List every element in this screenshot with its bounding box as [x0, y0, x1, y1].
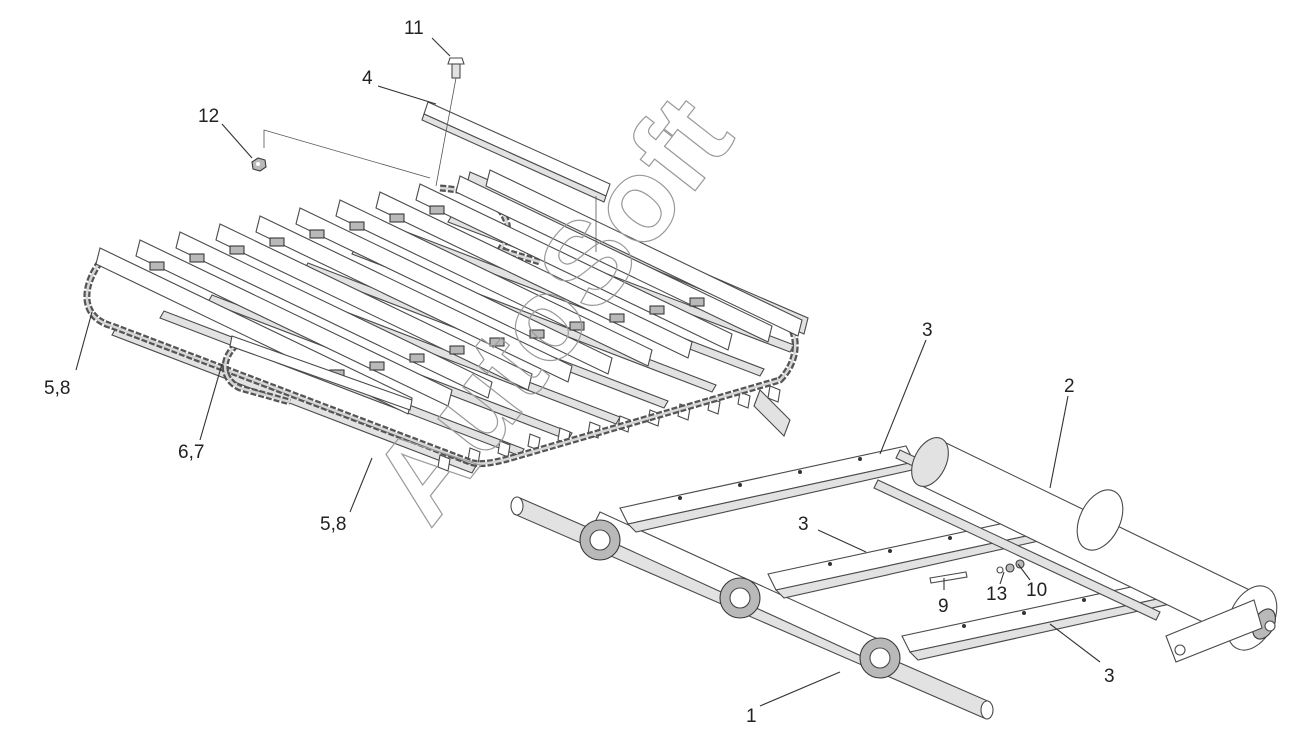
callout-2: 2 — [1064, 376, 1075, 397]
callout-3-middle: 3 — [798, 514, 809, 535]
callout-11: 11 — [404, 18, 424, 39]
callout-labels: 1 2 3 3 3 4 5,8 5,8 6,7 9 10 11 12 13 — [44, 18, 1115, 727]
washers-10-13 — [996, 559, 1025, 574]
support-arm-top — [619, 445, 915, 533]
callout-9: 9 — [938, 596, 949, 617]
sprocket-left — [579, 519, 621, 561]
bolt-11 — [435, 57, 465, 187]
callout-6-7: 6,7 — [178, 442, 204, 463]
nut-12 — [251, 129, 431, 179]
sprocket-right — [859, 637, 901, 679]
connector-plate — [229, 335, 413, 411]
callout-12: 12 — [198, 106, 219, 127]
slat-brackets — [149, 205, 705, 379]
pin-9 — [929, 571, 968, 584]
callout-5-8-left: 5,8 — [44, 378, 70, 399]
roller-assembly — [911, 437, 1278, 663]
slat-conveyor-assembly — [83, 169, 809, 474]
callout-3-top: 3 — [922, 320, 933, 341]
side-rail-rear-lower — [753, 389, 791, 437]
support-arms — [619, 445, 1191, 661]
roller-bracket — [1165, 599, 1263, 663]
callout-5-8-bottom: 5,8 — [320, 514, 346, 535]
leader-lines — [75, 37, 1101, 707]
callout-1: 1 — [746, 706, 757, 727]
callout-13: 13 — [986, 584, 1007, 605]
sprocket-middle — [719, 577, 761, 619]
callout-4: 4 — [362, 68, 373, 89]
callout-3-bottom: 3 — [1104, 666, 1115, 687]
callout-10: 10 — [1026, 580, 1047, 601]
spare-slat-group — [251, 57, 611, 252]
drive-shaft-assembly — [510, 496, 994, 720]
